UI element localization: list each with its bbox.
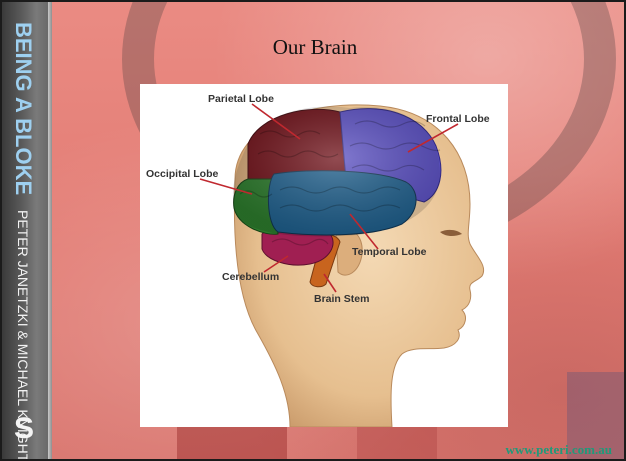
book-spine-edge <box>48 2 52 461</box>
label-cerebellum: Cerebellum <box>222 271 279 283</box>
label-brain-stem: Brain Stem <box>314 293 369 305</box>
book-spine: BEING A BLOKE PETER JANETZKI & MICHAEL K… <box>2 2 48 461</box>
label-parietal-lobe: Parietal Lobe <box>208 93 274 105</box>
slide-title: Our Brain <box>2 35 626 60</box>
website-watermark: www.peteri.com.au <box>505 442 612 458</box>
brain-diagram-svg: Parietal Lobe Frontal Lobe Occipital Lob… <box>140 84 508 427</box>
brain-shading <box>233 107 440 237</box>
brain-diagram: Parietal Lobe Frontal Lobe Occipital Lob… <box>140 84 508 427</box>
label-occipital-lobe: Occipital Lobe <box>146 168 219 180</box>
label-frontal-lobe: Frontal Lobe <box>426 113 490 125</box>
label-temporal-lobe: Temporal Lobe <box>352 246 427 258</box>
book-spine-text: BEING A BLOKE PETER JANETZKI & MICHAEL K… <box>10 22 36 461</box>
publisher-logo-icon: S <box>11 414 37 444</box>
